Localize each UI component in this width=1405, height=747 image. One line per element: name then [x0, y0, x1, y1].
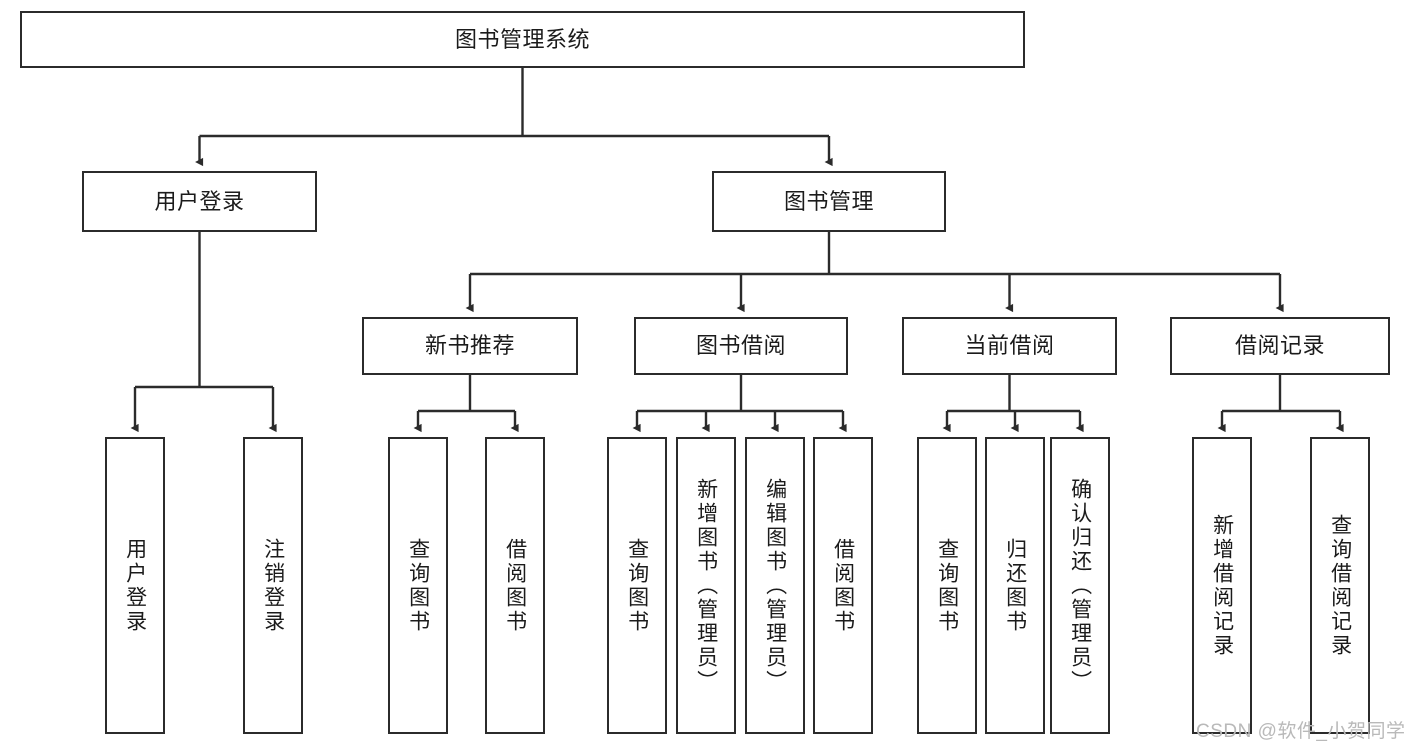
node-l2-当前借阅-2: 当前借阅: [902, 317, 1117, 375]
node-label: 新增图书（管理员）: [694, 477, 718, 694]
node-leaf-借阅图书-3: 借阅图书: [485, 437, 545, 734]
node-label: 用户登录: [123, 537, 147, 634]
node-leaf-归还图书-9: 归还图书: [985, 437, 1045, 734]
node-label: 查询图书: [935, 537, 959, 634]
node-leaf-注销登录-1: 注销登录: [243, 437, 303, 734]
node-leaf-查询图书-2: 查询图书: [388, 437, 448, 734]
node-leaf-编辑图书-管理员-6: 编辑图书（管理员）: [745, 437, 805, 734]
node-label: 图书借阅: [695, 333, 786, 359]
node-label: 确认归还（管理员）: [1068, 477, 1092, 694]
node-label: 注销登录: [261, 537, 285, 634]
node-label: 借阅记录: [1234, 333, 1325, 359]
node-l2-借阅记录-3: 借阅记录: [1170, 317, 1390, 375]
node-label: 借阅图书: [503, 537, 527, 634]
node-leaf-新增图书-管理员-5: 新增图书（管理员）: [676, 437, 736, 734]
node-l1-用户登录-0: 用户登录: [82, 171, 317, 232]
node-label: 编辑图书（管理员）: [763, 477, 787, 694]
node-leaf-用户登录-0: 用户登录: [105, 437, 165, 734]
node-leaf-查询图书-8: 查询图书: [917, 437, 977, 734]
node-label: 图书管理系统: [454, 26, 590, 52]
node-root-图书管理系统: 图书管理系统: [20, 11, 1025, 68]
node-label: 图书管理: [783, 188, 874, 214]
node-leaf-确认归还-管理员-10: 确认归还（管理员）: [1050, 437, 1110, 734]
node-leaf-新增借阅记录-11: 新增借阅记录: [1192, 437, 1252, 734]
node-l2-新书推荐-0: 新书推荐: [362, 317, 578, 375]
node-label: 查询图书: [625, 537, 649, 634]
node-l2-图书借阅-1: 图书借阅: [634, 317, 848, 375]
node-label: 用户登录: [154, 188, 245, 214]
node-label: 借阅图书: [831, 537, 855, 634]
node-label: 新书推荐: [424, 333, 515, 359]
node-leaf-查询图书-4: 查询图书: [607, 437, 667, 734]
node-label: 查询借阅记录: [1328, 513, 1352, 658]
node-label: 查询图书: [406, 537, 430, 634]
csdn-watermark: CSDN @软件_小贺同学: [1196, 721, 1405, 742]
node-l1-图书管理-1: 图书管理: [712, 171, 946, 232]
node-leaf-查询借阅记录-12: 查询借阅记录: [1310, 437, 1370, 734]
node-label: 归还图书: [1003, 537, 1027, 634]
node-label: 新增借阅记录: [1210, 513, 1234, 658]
node-label: 当前借阅: [964, 333, 1055, 359]
node-leaf-借阅图书-7: 借阅图书: [813, 437, 873, 734]
